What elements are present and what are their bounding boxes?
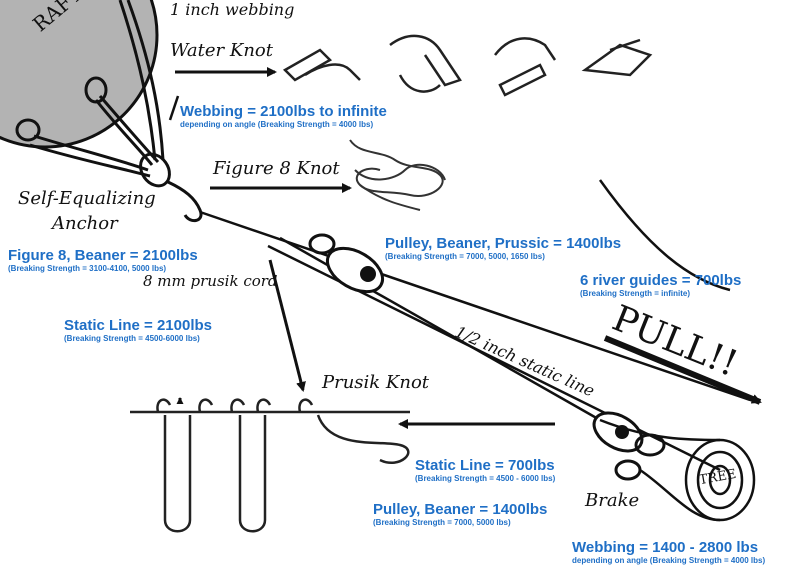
label-pulley-beaner-prussic-sub: (Breaking Strength = 7000, 5000, 1650 lb… — [385, 251, 545, 261]
label-pulley-beaner-1400-main: Pulley, Beaner = 1400lbs — [373, 501, 548, 518]
label-figure8-beaner: Figure 8, Beaner = 2100lbs (Breaking Str… — [8, 248, 198, 273]
label-pulley-beaner-prussic: Pulley, Beaner, Prussic = 1400lbs (Break… — [385, 236, 621, 261]
label-static-line-700-main: Static Line = 700lbs — [415, 457, 555, 474]
label-static-line-2100: Static Line = 2100lbs (Breaking Strength… — [64, 318, 212, 343]
raft-shape — [0, 0, 159, 149]
brake-label: Brake — [585, 490, 640, 511]
arrows — [175, 67, 762, 429]
prusik-loops — [130, 398, 410, 533]
label-river-guides-sub: (Breaking Strength = infinite) — [580, 288, 691, 298]
label-webbing-tree-sub: depending on angle (Breaking Strength = … — [572, 555, 766, 565]
label-static-line-2100-sub: (Breaking Strength = 4500-6000 lbs) — [64, 333, 200, 343]
label-static-line-700-sub: (Breaking Strength = 4500 - 6000 lbs) — [415, 473, 556, 483]
anchor-label: Anchor — [52, 213, 118, 234]
label-river-guides: 6 river guides = 700lbs (Breaking Streng… — [580, 273, 741, 298]
prusik-knot-label: Prusik Knot — [322, 372, 430, 393]
label-webbing: Webbing = 2100lbs to infinite depending … — [180, 104, 387, 129]
anchor-carabiner — [139, 152, 203, 223]
figure8-illustration — [349, 139, 446, 211]
figure8-knot-label: Figure 8 Knot — [213, 158, 340, 179]
self-equalizing-label: Self-Equalizing — [18, 188, 156, 209]
anchor-webbing — [29, 0, 180, 178]
label-pulley-beaner-1400: Pulley, Beaner = 1400lbs (Breaking Stren… — [373, 502, 547, 527]
tree-stump — [599, 418, 756, 522]
label-webbing-sub: depending on angle (Breaking Strength = … — [180, 119, 374, 129]
label-figure8-beaner-sub: (Breaking Strength = 3100-4100, 5000 lbs… — [8, 263, 167, 273]
label-river-guides-main: 6 river guides = 700lbs — [580, 272, 742, 289]
prusik-cord-label: 8 mm prusik cord — [143, 272, 278, 290]
label-pulley-beaner-prussic-main: Pulley, Beaner, Prussic = 1400lbs — [385, 235, 622, 252]
water-knot-illustrations — [282, 34, 653, 97]
water-knot-label: Water Knot — [170, 40, 273, 61]
label-figure8-beaner-main: Figure 8, Beaner = 2100lbs — [8, 247, 198, 264]
label-webbing-tree-main: Webbing = 1400 - 2800 lbs — [572, 539, 759, 556]
label-pulley-beaner-1400-sub: (Breaking Strength = 7000, 5000 lbs) — [373, 517, 511, 527]
pulley-brake — [592, 411, 666, 481]
label-static-line-700: Static Line = 700lbs (Breaking Strength … — [415, 458, 555, 483]
label-static-line-2100-main: Static Line = 2100lbs — [64, 317, 212, 334]
label-webbing-tree: Webbing = 1400 - 2800 lbs depending on a… — [572, 540, 765, 565]
pulley-anchor — [308, 233, 384, 294]
label-webbing-main: Webbing = 2100lbs to infinite — [180, 103, 387, 120]
webbing-size-label: 1 inch webbing — [170, 0, 295, 19]
